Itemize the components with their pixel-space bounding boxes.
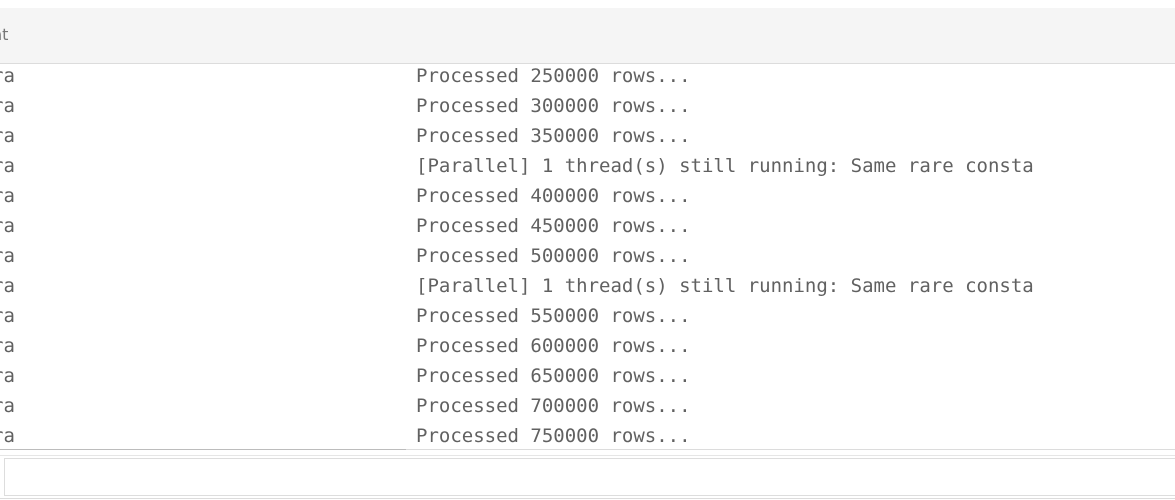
input-area [0, 455, 1175, 499]
log-source: ra [0, 125, 15, 147]
log-message: Processed 350000 rows... [416, 125, 691, 147]
log-message: Processed 500000 rows... [416, 245, 691, 267]
log-row: ra Processed 500000 rows... [0, 241, 1175, 271]
log-row: ra Processed 750000 rows... [0, 421, 1175, 450]
log-message: Processed 600000 rows... [416, 335, 691, 357]
log-message: Processed 550000 rows... [416, 305, 691, 327]
log-message: [Parallel] 1 thread(s) still running: Sa… [416, 275, 1034, 297]
log-source: ra [0, 65, 15, 87]
log-source: ra [0, 425, 15, 447]
log-row: ra Processed 650000 rows... [0, 361, 1175, 391]
log-row: ra Processed 700000 rows... [0, 391, 1175, 421]
log-row: ra [Parallel] 1 thread(s) still running: … [0, 151, 1175, 181]
log-source: ra [0, 365, 15, 387]
log-row: ra [Parallel] 1 thread(s) still running: … [0, 271, 1175, 301]
log-divider [0, 449, 1175, 450]
log-source: ra [0, 395, 15, 417]
log-source: ra [0, 185, 15, 207]
log-message: [Parallel] 1 thread(s) still running: Sa… [416, 155, 1034, 177]
log-message: Processed 250000 rows... [416, 65, 691, 87]
log-message: Processed 300000 rows... [416, 95, 691, 117]
log-message: Processed 400000 rows... [416, 185, 691, 207]
log-row: ra Processed 600000 rows... [0, 331, 1175, 361]
log-source: ra [0, 305, 15, 327]
log-message: Processed 450000 rows... [416, 215, 691, 237]
log-message: Processed 700000 rows... [416, 395, 691, 417]
command-input[interactable] [4, 458, 1175, 496]
log-source: ra [0, 95, 15, 117]
log-row: ra Processed 550000 rows... [0, 301, 1175, 331]
log-source: ra [0, 275, 15, 297]
log-source: ra [0, 245, 15, 267]
log-panel[interactable]: raProcessed 250000 rows...raProcessed 30… [0, 65, 1175, 450]
log-source: ra [0, 335, 15, 357]
log-row: ra Processed 400000 rows... [0, 181, 1175, 211]
log-message: Processed 650000 rows... [416, 365, 691, 387]
log-source: ra [0, 155, 15, 177]
log-source: ra [0, 215, 15, 237]
log-message: Processed 750000 rows... [416, 425, 691, 447]
log-row: ra Processed 350000 rows... [0, 121, 1175, 151]
log-row: ra Processed 250000 rows... [0, 65, 1175, 91]
log-row: ra Processed 300000 rows... [0, 91, 1175, 121]
header-title: nt [0, 25, 9, 44]
log-row: ra Processed 450000 rows... [0, 211, 1175, 241]
output-header: nt [0, 8, 1175, 64]
